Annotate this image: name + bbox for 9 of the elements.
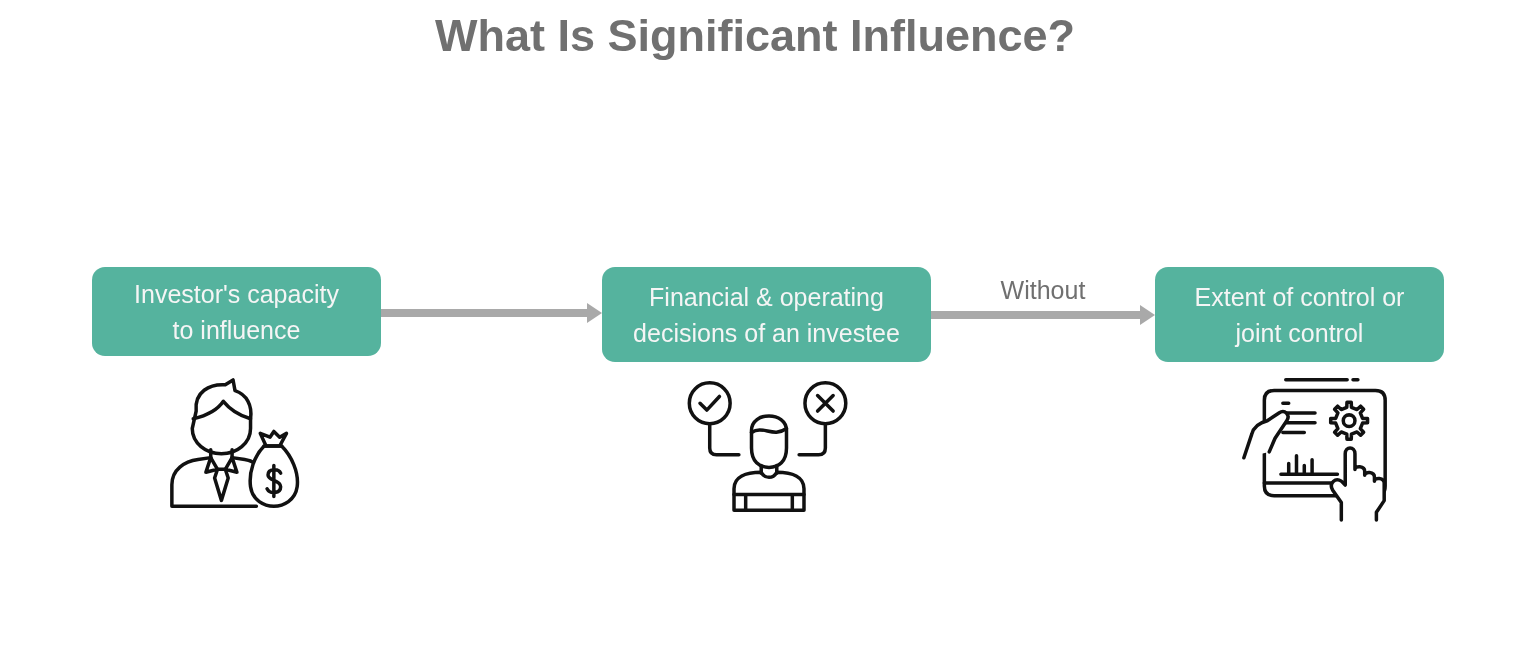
step-box: [1155, 267, 1444, 362]
arrow: [381, 303, 602, 323]
step-box: [602, 267, 931, 362]
step-text: Extent of control or joint control: [1193, 281, 1406, 349]
arrow: [931, 305, 1155, 325]
step-text: Financial & operating decisions of an investee: [632, 281, 901, 349]
step-text: Investor's capacity to influence: [133, 278, 340, 346]
step-box: [92, 267, 381, 356]
title: What Is Significant Influence?: [434, 10, 1075, 62]
